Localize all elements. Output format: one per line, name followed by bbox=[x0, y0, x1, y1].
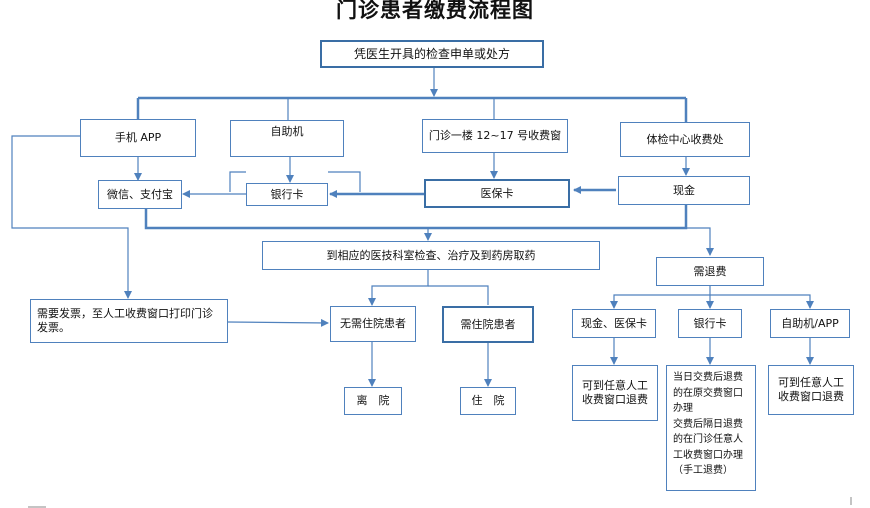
connector-bottom-bus bbox=[144, 205, 688, 230]
connector-bus-refund bbox=[686, 227, 714, 256]
page-corner-mark-left bbox=[28, 506, 46, 508]
refund-machine-app-node: 自助机/APP bbox=[770, 309, 850, 338]
connector-invoice-nohospital bbox=[227, 318, 329, 327]
start-node: 凭医生开具的检查申单或处方 bbox=[320, 40, 544, 68]
self-machine-node: 自助机 bbox=[230, 120, 344, 157]
refund-any-window-node-2: 可到任意人工收费窗口退费 bbox=[768, 365, 854, 415]
wechat-alipay-node: 微信、支付宝 bbox=[98, 180, 182, 209]
refund-cash-insurance-node: 现金、医保卡 bbox=[572, 309, 656, 338]
window-node: 门诊一楼 12~17 号收费窗 bbox=[422, 119, 568, 153]
admit-node: 住 院 bbox=[460, 387, 516, 415]
invoice-node: 需要发票，至人工收费窗口打印门诊发票。 bbox=[30, 299, 228, 343]
checkup-node: 体检中心收费处 bbox=[620, 122, 750, 157]
bank-card-node: 银行卡 bbox=[246, 183, 328, 206]
connector-treatment-split bbox=[368, 270, 429, 306]
refund-node: 需退费 bbox=[656, 257, 764, 286]
connector-refund-machine bbox=[710, 294, 814, 309]
page-corner-mark-right bbox=[850, 497, 852, 505]
insurance-card-node: 医保卡 bbox=[424, 179, 570, 208]
connector-bank-bracket bbox=[229, 171, 246, 192]
diagram-title: 门诊患者缴费流程图 bbox=[336, 0, 534, 22]
treatment-node: 到相应的医技科室检查、治疗及到药房取药 bbox=[262, 241, 600, 270]
connector-app-invoice bbox=[11, 135, 132, 299]
refund-bank-node: 银行卡 bbox=[678, 309, 742, 338]
cash-node: 现金 bbox=[618, 176, 750, 205]
no-hospital-node: 无需住院患者 bbox=[330, 306, 416, 342]
app-node: 手机 APP bbox=[80, 119, 196, 157]
refund-any-window-node-1: 可到任意人工收费窗口退费 bbox=[572, 365, 658, 421]
connector-treatment-hospital bbox=[428, 285, 489, 305]
connector-refund-split bbox=[610, 286, 711, 309]
refund-bank-detail-node: 当日交费后退费的在原交费窗口办理 交费后隔日退费的在门诊任意人工收费窗口办理（手… bbox=[666, 365, 756, 491]
leave-node: 离 院 bbox=[344, 387, 402, 415]
connector-bank-bracket-right bbox=[328, 171, 361, 192]
hospital-node: 需住院患者 bbox=[442, 306, 534, 343]
